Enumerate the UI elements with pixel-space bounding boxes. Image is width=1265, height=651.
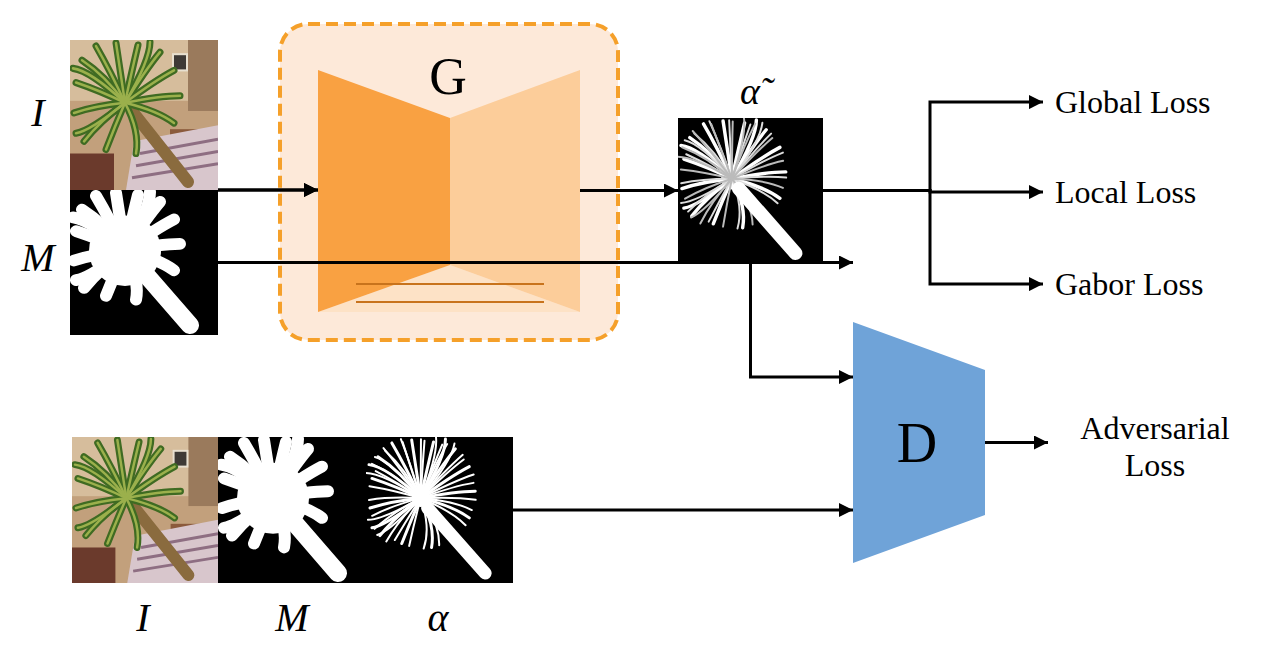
arrow-connector [218,189,318,192]
arrow-connector [218,189,318,192]
image-node: M [70,190,218,335]
mask-image [70,190,218,335]
image-label: α [428,595,449,641]
loss-node: Gabor Loss [1053,266,1206,303]
arrow-connector [218,261,853,264]
arrow-connector [580,189,678,192]
generator-box: G [278,22,620,342]
image-node: I [72,437,218,583]
image-label: α̃ [740,70,760,114]
input-image [70,40,218,190]
arrow-connector [751,263,854,377]
discriminator-label: D [897,411,937,475]
loss-node: Global Loss [1053,84,1213,121]
generator-label: G [429,47,467,107]
encoder [318,70,450,312]
image-node: I [70,40,218,190]
arrow-connector [513,509,853,512]
mask-image [218,437,366,583]
predicted-alpha-image [670,110,823,263]
alpha-image [360,431,513,583]
loss-node: Adversarial Loss [1058,410,1252,484]
loss-label: Adversarial Loss [1060,410,1250,484]
image-label: M [275,595,308,641]
image-node: α [366,437,513,583]
decoder [450,70,580,312]
arrow-connector [823,191,1043,285]
loss-label: Local Loss [1055,174,1196,211]
loss-label: Global Loss [1055,84,1211,121]
discriminator-box: D [853,322,985,563]
image-node: α̃ [678,118,823,263]
image-label: M [21,235,54,281]
discriminator-shape [853,322,985,563]
arrow-connector [823,102,1043,190]
arrow-connector [985,441,1048,444]
image-label: I [31,90,44,136]
loss-label: Gabor Loss [1055,266,1203,303]
generator-outline [280,24,618,340]
input-image [72,437,218,583]
image-label: I [136,595,149,641]
image-node: M [218,437,366,583]
loss-node: Local Loss [1053,174,1199,211]
skip-connection [356,284,544,302]
